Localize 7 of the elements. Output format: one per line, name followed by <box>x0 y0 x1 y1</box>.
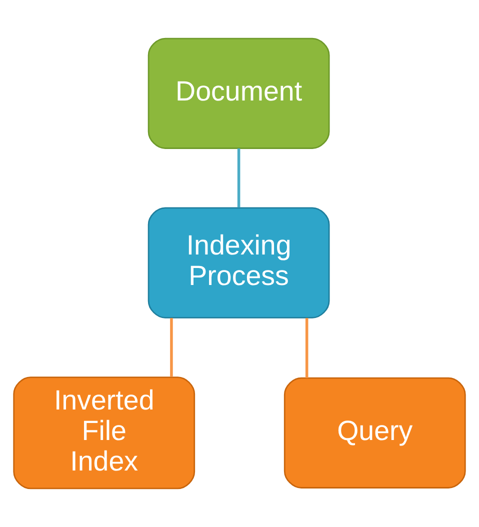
connector <box>170 318 173 377</box>
connector <box>237 148 240 208</box>
node-box: Inverted File Index <box>13 376 196 490</box>
node-box: Indexing Process <box>148 207 330 318</box>
node-box: Document <box>148 38 330 149</box>
node-box: Query <box>284 377 466 488</box>
connector <box>305 318 308 378</box>
